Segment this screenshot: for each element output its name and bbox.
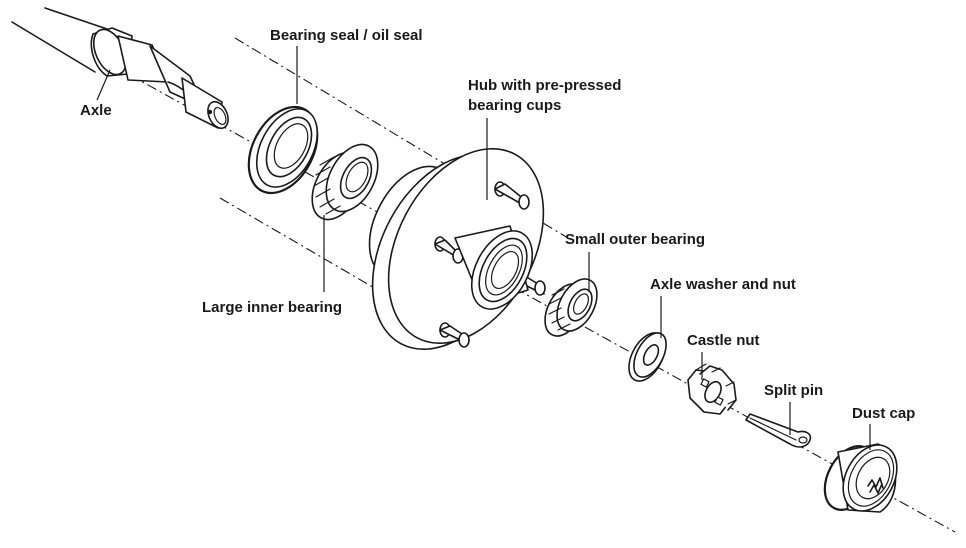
label-bearing-seal: Bearing seal / oil seal [270, 27, 423, 44]
label-large-inner-bearing: Large inner bearing [202, 299, 342, 316]
leader-lines [96, 46, 871, 450]
dust-cap [823, 443, 898, 513]
labels: Axle Bearing seal / oil seal Hub with pr… [80, 27, 915, 422]
label-hub-line2: bearing cups [468, 97, 561, 114]
castle-nut [687, 363, 737, 415]
bearing-seal [247, 105, 319, 195]
small-outer-bearing [544, 278, 598, 337]
label-axle-washer-nut: Axle washer and nut [650, 276, 796, 293]
label-split-pin: Split pin [764, 382, 823, 399]
leader-axle [96, 69, 111, 101]
large-inner-bearing [311, 143, 379, 221]
label-dust-cap: Dust cap [852, 405, 915, 422]
label-hub-line1: Hub with pre-pressed [468, 77, 621, 94]
hub [368, 147, 546, 351]
split-pin [745, 413, 812, 448]
label-axle: Axle [80, 102, 112, 119]
label-castle-nut: Castle nut [687, 332, 760, 349]
axle [11, 7, 229, 130]
label-small-outer-bearing: Small outer bearing [565, 231, 705, 248]
axle-washer [628, 332, 667, 382]
